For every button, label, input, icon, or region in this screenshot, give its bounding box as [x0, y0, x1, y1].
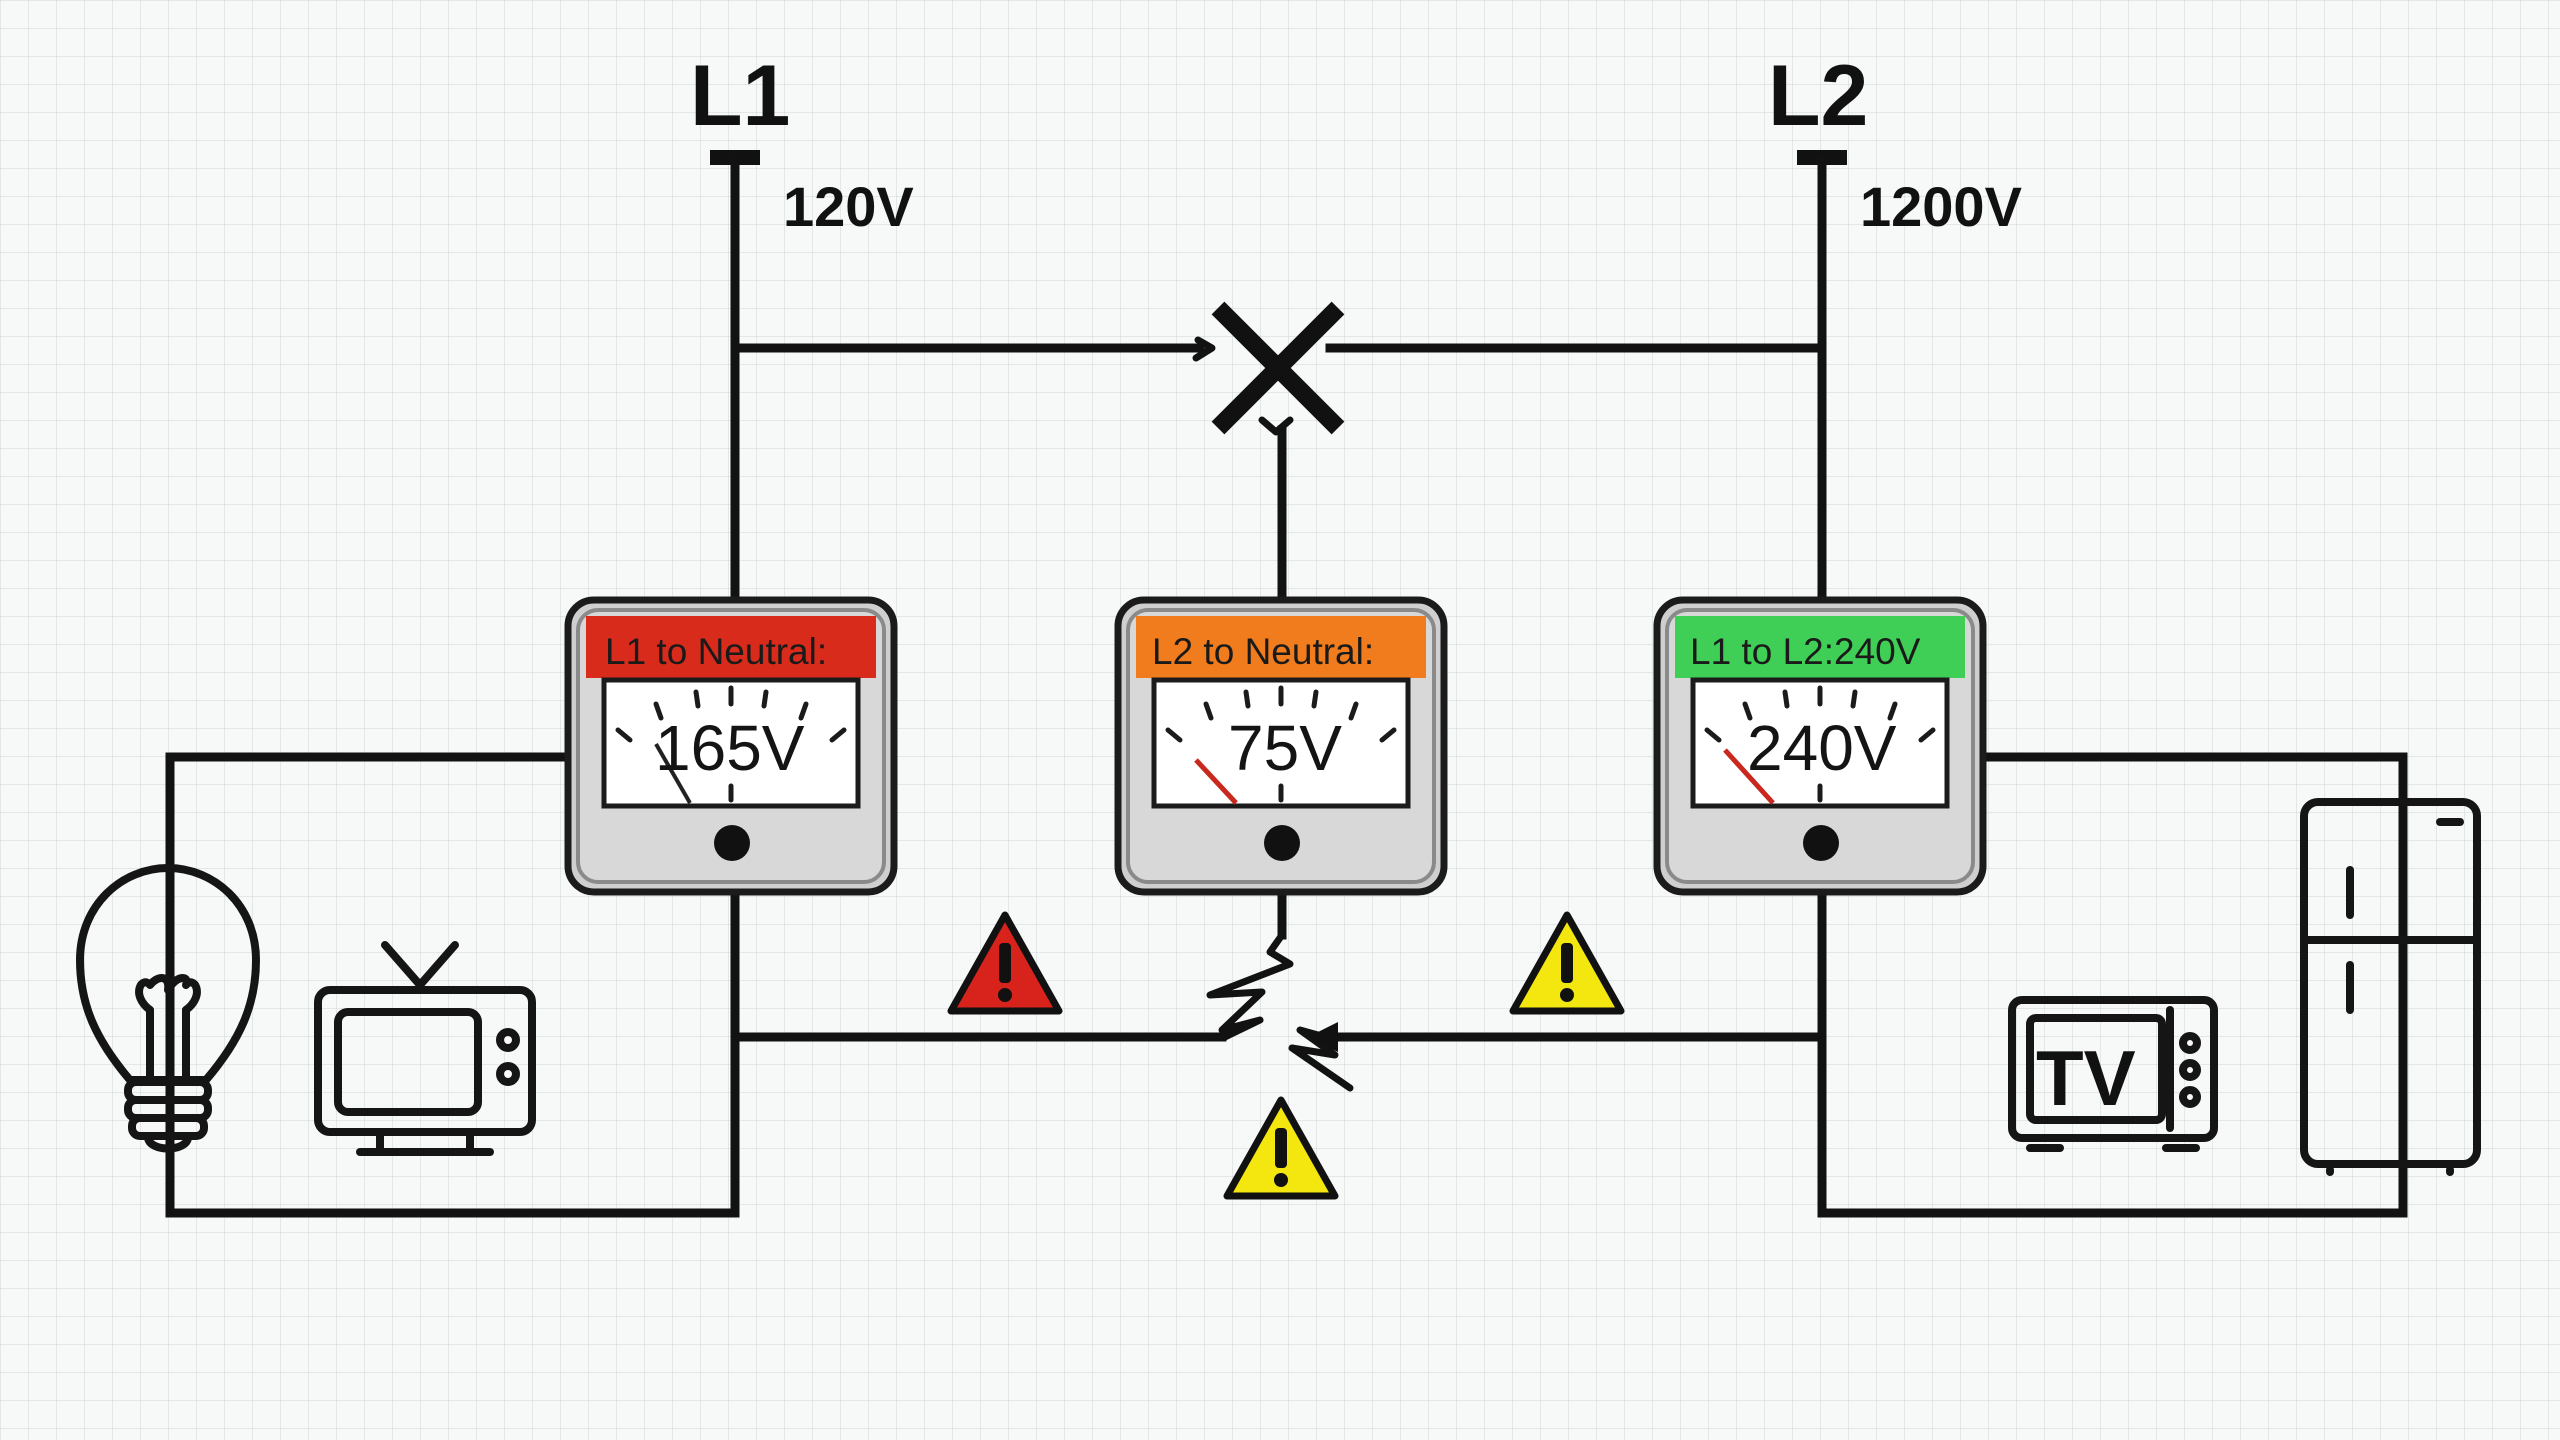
meter-reading: 240V: [1747, 712, 1897, 784]
warning-icon: [1223, 1096, 1339, 1200]
refrigerator-icon: [2300, 798, 2481, 1176]
l1-voltage-label: 120V: [783, 175, 914, 238]
meter-knob: [714, 825, 750, 861]
arrow-head-icon: [1308, 1022, 1338, 1052]
wiring: [165, 155, 2408, 1218]
microwave-label: TV: [2036, 1034, 2136, 1122]
television-icon: [314, 941, 536, 1156]
meter-needle: [654, 743, 692, 804]
meter-header: [1136, 616, 1426, 678]
arrow-tip-icon: [1258, 416, 1294, 436]
arrow-tip-icon: [1192, 336, 1216, 362]
l2-voltage-label: 1200V: [1860, 175, 2022, 238]
meter-needle: [1723, 748, 1775, 805]
meter-header: [1675, 616, 1965, 678]
meter-title: L1 to Neutral:: [605, 631, 827, 672]
right-load-loop: [1817, 752, 2408, 1218]
meter-title: L2 to Neutral:: [1152, 631, 1374, 672]
meter-knob: [1803, 825, 1839, 861]
light-bulb-icon: [76, 864, 260, 1153]
meter-header: [586, 616, 876, 678]
l1-label: L1: [690, 48, 790, 144]
open-breaker-x-icon: [1192, 301, 1345, 436]
meter-l1-l2: L1 to L2:240V 240V: [1653, 596, 1987, 896]
meter-l1-neutral: L1 to Neutral: 165V: [564, 596, 898, 896]
meter-l2-neutral: L2 to Neutral: 75V: [1114, 596, 1448, 896]
broken-connection-icon: [1206, 931, 1354, 1092]
microwave-icon: TV: [2008, 996, 2218, 1152]
l2-terminal: L2 1200V: [1768, 48, 2022, 238]
meter-needle: [1194, 758, 1238, 805]
l1-terminal: L1 120V: [690, 48, 914, 238]
meter-title: L1 to L2:240V: [1690, 631, 1921, 672]
warning-icon: [947, 911, 1063, 1015]
meter-reading: 75V: [1228, 712, 1342, 784]
meter-reading: 165V: [655, 712, 805, 784]
warning-icon: [1509, 911, 1625, 1015]
l2-label: L2: [1768, 48, 1868, 144]
left-load-loop: [165, 752, 740, 1218]
meter-knob: [1264, 825, 1300, 861]
